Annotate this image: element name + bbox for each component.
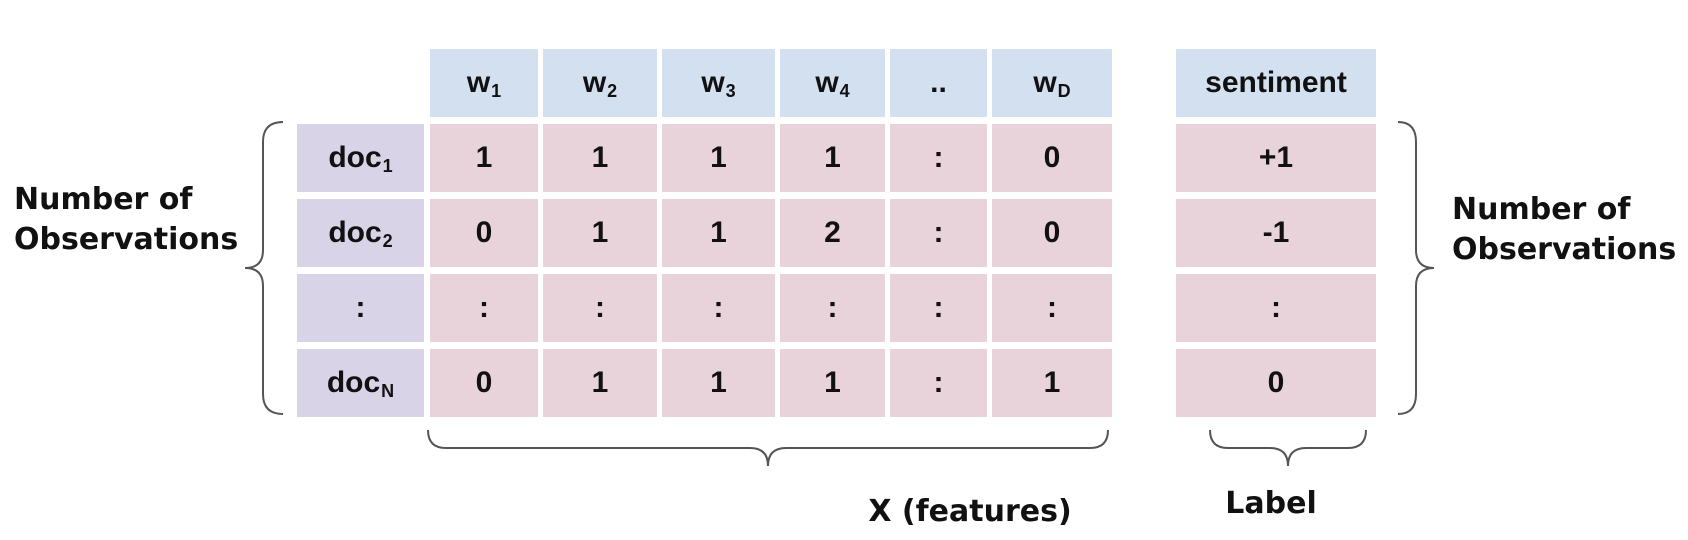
- label-caption: Label: [1225, 486, 1317, 521]
- matrix-cell-r3-c4: :: [890, 349, 987, 417]
- matrix-cell-r2-c0: :: [430, 274, 538, 342]
- cell-text: -1: [1262, 216, 1290, 249]
- matrix-cell-r1-c0: 0: [430, 199, 538, 267]
- matrix-cell-r2-c5: :: [992, 274, 1112, 342]
- cell-text: 1: [710, 366, 727, 399]
- cell-text: :: [355, 291, 366, 324]
- cell-text: :: [933, 216, 944, 249]
- matrix-cell-r2-c2: :: [662, 274, 775, 342]
- cell-text: sentiment: [1205, 66, 1347, 99]
- matrix-cell-r3-c2: 1: [662, 349, 775, 417]
- cell-subscript: 1: [382, 155, 393, 176]
- cell-text: doc: [328, 216, 382, 249]
- matrix-cell-r1-c2: 1: [662, 199, 775, 267]
- cell-text: 2: [824, 216, 841, 249]
- cell-text: 0: [1043, 216, 1061, 249]
- cell-text: doc: [328, 141, 382, 174]
- cell-text: doc: [326, 366, 381, 399]
- left-observations-line-2: Observations: [14, 222, 239, 257]
- matrix-cell-r2-c3: :: [780, 274, 885, 342]
- cell-text: w: [466, 66, 491, 99]
- cell-text: :: [1271, 291, 1281, 324]
- cell-text: 0: [475, 366, 493, 399]
- label-cell-1: -1: [1176, 199, 1376, 267]
- cell-text: :: [827, 291, 838, 324]
- cell-text: w: [582, 66, 607, 99]
- matrix-cell-r3-c1: 1: [543, 349, 657, 417]
- matrix-cell-r0-c1: 1: [543, 124, 657, 192]
- cell-subscript: D: [1057, 80, 1071, 101]
- right-observations-line-1: Number of: [1452, 192, 1631, 227]
- matrix-cell-r0-c4: :: [890, 124, 987, 192]
- cell-text: 1: [710, 141, 727, 174]
- cell-text: 1: [591, 366, 609, 399]
- right-observations-line-2: Observations: [1452, 232, 1677, 267]
- row-header-2: :: [297, 274, 424, 342]
- cell-text: w: [1033, 66, 1057, 99]
- matrix-cell-r1-c1: 1: [543, 199, 657, 267]
- feature-header-4: ..: [890, 49, 987, 117]
- cell-text: 1: [591, 141, 609, 174]
- cell-subscript: 4: [839, 80, 850, 101]
- features-label: X (features): [868, 494, 1072, 529]
- cell-text: 0: [1267, 366, 1285, 399]
- left-observations-label: Number of Observations: [14, 180, 238, 260]
- matrix-cell-r3-c0: 0: [430, 349, 538, 417]
- cell-text: 1: [591, 216, 609, 249]
- label-cell-3: 0: [1176, 349, 1376, 417]
- matrix-cell-r0-c5: 0: [992, 124, 1112, 192]
- features-brace: [427, 429, 1109, 467]
- matrix-cell-r3-c5: 1: [992, 349, 1112, 417]
- matrix-cell-r3-c3: 1: [780, 349, 885, 417]
- cell-text: 0: [1043, 141, 1061, 174]
- right-observations-label: Number of Observations: [1452, 190, 1676, 270]
- label-header: sentiment: [1176, 49, 1376, 117]
- matrix-cell-r1-c3: 2: [780, 199, 885, 267]
- cell-text: 1: [824, 366, 841, 399]
- matrix-cell-r1-c5: 0: [992, 199, 1112, 267]
- cell-text: :: [713, 291, 724, 324]
- right-observations-brace: [1397, 121, 1435, 415]
- matrix-cell-r0-c0: 1: [430, 124, 538, 192]
- cell-text: 1: [475, 141, 493, 174]
- cell-text: 1: [1043, 366, 1061, 399]
- cell-text: :: [933, 366, 944, 399]
- matrix-cell-r0-c2: 1: [662, 124, 775, 192]
- cell-text: :: [933, 141, 944, 174]
- left-observations-brace: [244, 121, 284, 415]
- label-brace: [1209, 429, 1367, 467]
- cell-text: w: [701, 66, 725, 99]
- cell-text: ..: [930, 66, 947, 99]
- cell-text: +1: [1258, 141, 1294, 174]
- cell-text: w: [815, 66, 839, 99]
- cell-text: 1: [824, 141, 841, 174]
- cell-text: :: [479, 291, 489, 324]
- cell-subscript: 2: [607, 80, 618, 101]
- matrix-cell-r0-c3: 1: [780, 124, 885, 192]
- matrix-cell-r1-c4: :: [890, 199, 987, 267]
- cell-subscript: 1: [491, 80, 502, 101]
- label-cell-0: +1: [1176, 124, 1376, 192]
- matrix-cell-r2-c4: :: [890, 274, 987, 342]
- matrix-cell-r2-c1: :: [543, 274, 657, 342]
- cell-text: :: [1047, 291, 1057, 324]
- cell-subscript: N: [381, 380, 395, 401]
- cell-text: :: [933, 291, 944, 324]
- cell-text: :: [595, 291, 605, 324]
- cell-text: 0: [475, 216, 493, 249]
- cell-text: 1: [710, 216, 727, 249]
- cell-subscript: 3: [725, 80, 736, 101]
- label-cell-2: :: [1176, 274, 1376, 342]
- cell-subscript: 2: [382, 230, 393, 251]
- left-observations-line-1: Number of: [14, 182, 193, 217]
